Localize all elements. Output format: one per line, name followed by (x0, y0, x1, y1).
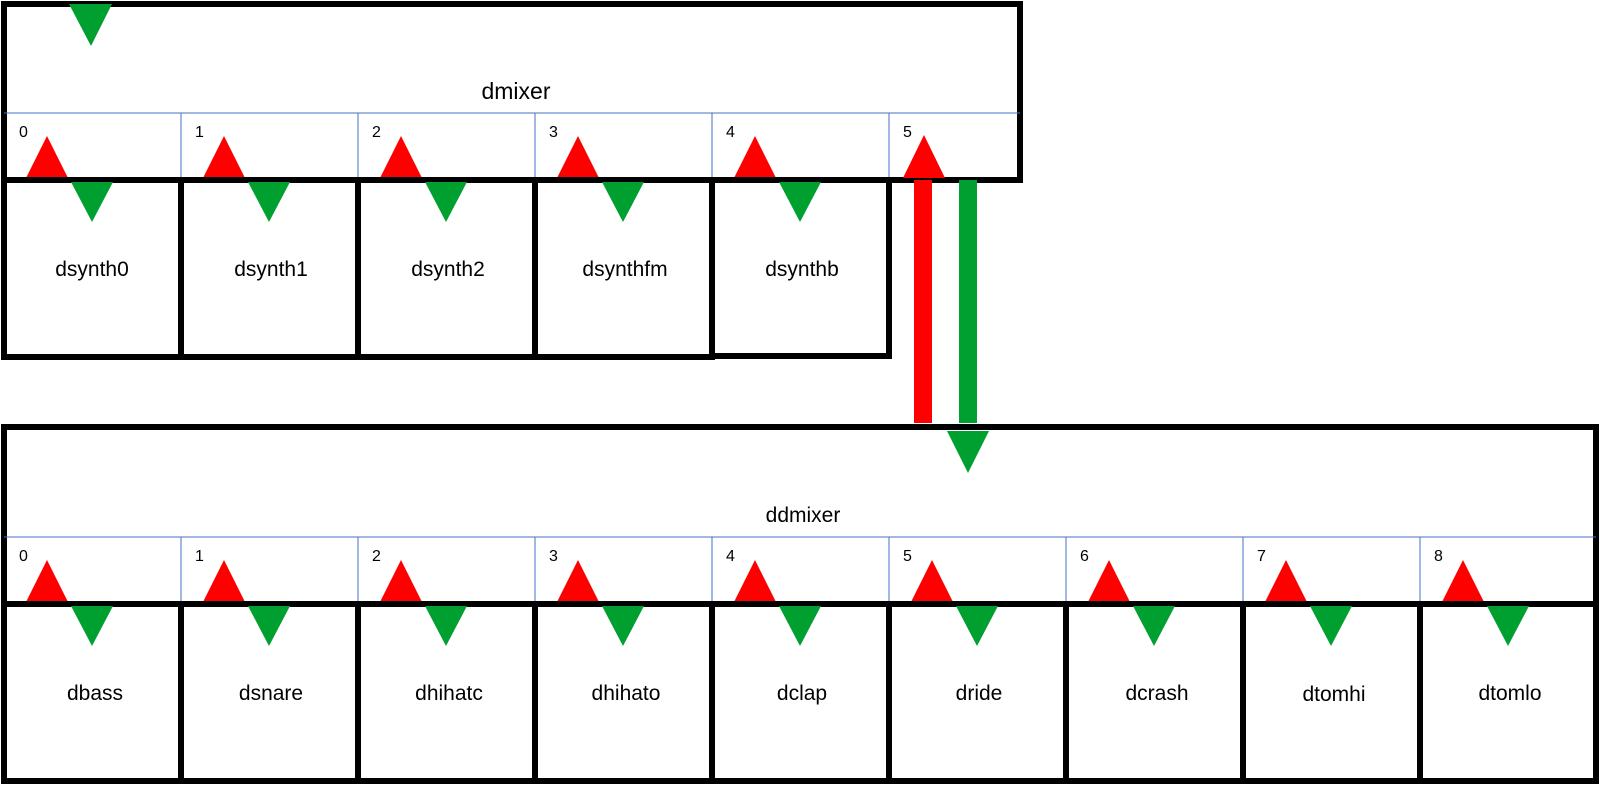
dmixer-title: dmixer (481, 78, 550, 104)
dmixer-slot-label: 3 (549, 124, 558, 141)
chain-connection (914, 180, 977, 423)
dmixer-slot-label: 0 (19, 124, 28, 141)
module-output-arrow (779, 182, 821, 222)
slot-input-arrow (734, 560, 776, 602)
dmixer-slot-label: 4 (726, 124, 735, 141)
ddmixer-slot-input-arrows (26, 560, 1484, 602)
module-box (1417, 601, 1599, 784)
module-output-arrow (1487, 606, 1529, 646)
module-output-arrow (248, 606, 290, 646)
module-label: dride (956, 682, 1003, 705)
dmixer-slot-separators (180, 113, 890, 180)
module-label: dhihato (592, 682, 661, 705)
slot-input-arrow (380, 560, 422, 602)
ddmixer-slot-separators (180, 537, 1421, 604)
ddmixer-block: ddmixer 0 1 2 3 4 5 6 7 8 (1, 424, 1599, 607)
ddmixer-slot-label: 1 (195, 548, 204, 565)
slot-input-arrow (911, 560, 953, 602)
module-label: dsynthfm (582, 258, 667, 281)
slot-input-arrow (203, 136, 245, 178)
module-output-arrow (425, 606, 467, 646)
ddmixer-slot-label: 3 (549, 548, 558, 565)
module-label: dhihatc (415, 682, 483, 705)
ddmixer-slot-label: 8 (1434, 548, 1443, 565)
ddmixer-slot-label: 7 (1257, 548, 1266, 565)
ddmixer-slot-label: 0 (19, 548, 28, 565)
ddmixer-modules: dbass dsnare dhihatc dhihato dclap dride… (1, 601, 1599, 784)
module-output-arrow (956, 606, 998, 646)
module-output-arrow (602, 606, 644, 646)
module-label: dsynthb (765, 258, 839, 281)
slot-input-arrow (1088, 560, 1130, 602)
module-output-arrow (779, 606, 821, 646)
module-output-arrow (602, 182, 644, 222)
dmixer-slot-label: 5 (903, 124, 912, 141)
module-label: dtomhi (1302, 683, 1365, 706)
slot-input-arrow (26, 136, 68, 178)
ddmixer-output-arrow (947, 431, 989, 473)
ddmixer-slot-label: 2 (372, 548, 381, 565)
module-label: dcrash (1125, 682, 1188, 705)
dmixer-slot-input-arrows (26, 135, 945, 178)
module-label: dsynth1 (234, 258, 308, 281)
slot-input-arrow (557, 136, 599, 178)
module-label: dclap (777, 682, 827, 705)
ddmixer-slot-label: 6 (1080, 548, 1089, 565)
ddmixer-slot-label: 5 (903, 548, 912, 565)
chain-output-bar (959, 180, 977, 423)
module-label: dsnare (239, 682, 303, 705)
module-label: dsynth2 (411, 258, 485, 281)
module-output-arrow (1310, 606, 1352, 646)
slot-input-arrow (26, 560, 68, 602)
module-output-arrow (71, 182, 113, 222)
slot-input-arrow (380, 136, 422, 178)
module-label: dsynth0 (55, 258, 129, 281)
slot-input-arrow (1265, 560, 1307, 602)
ddmixer-title: ddmixer (766, 504, 841, 527)
dmixer-slot-label: 2 (372, 124, 381, 141)
slot-input-arrow (557, 560, 599, 602)
ddmixer-slot-label: 4 (726, 548, 735, 565)
module-output-arrow (425, 182, 467, 222)
dmixer-block: dmixer 0 1 2 3 4 5 (1, 1, 1023, 183)
slot-input-arrow (203, 560, 245, 602)
module-box (709, 177, 892, 359)
dmixer-modules: dsynth0 dsynth1 dsynth2 dsynthfm dsynthb (1, 177, 892, 360)
module-output-arrow (248, 182, 290, 222)
module-output-arrow (1133, 606, 1175, 646)
slot-input-arrow (903, 135, 945, 178)
slot-input-arrow (1442, 560, 1484, 602)
module-label: dtomlo (1478, 682, 1541, 705)
module-output-arrow (71, 606, 113, 646)
slot-input-arrow (734, 136, 776, 178)
chain-input-bar (914, 180, 932, 423)
dmixer-slot-label: 1 (195, 124, 204, 141)
dmixer-output-arrow (69, 4, 112, 46)
module-label: dbass (67, 682, 123, 705)
